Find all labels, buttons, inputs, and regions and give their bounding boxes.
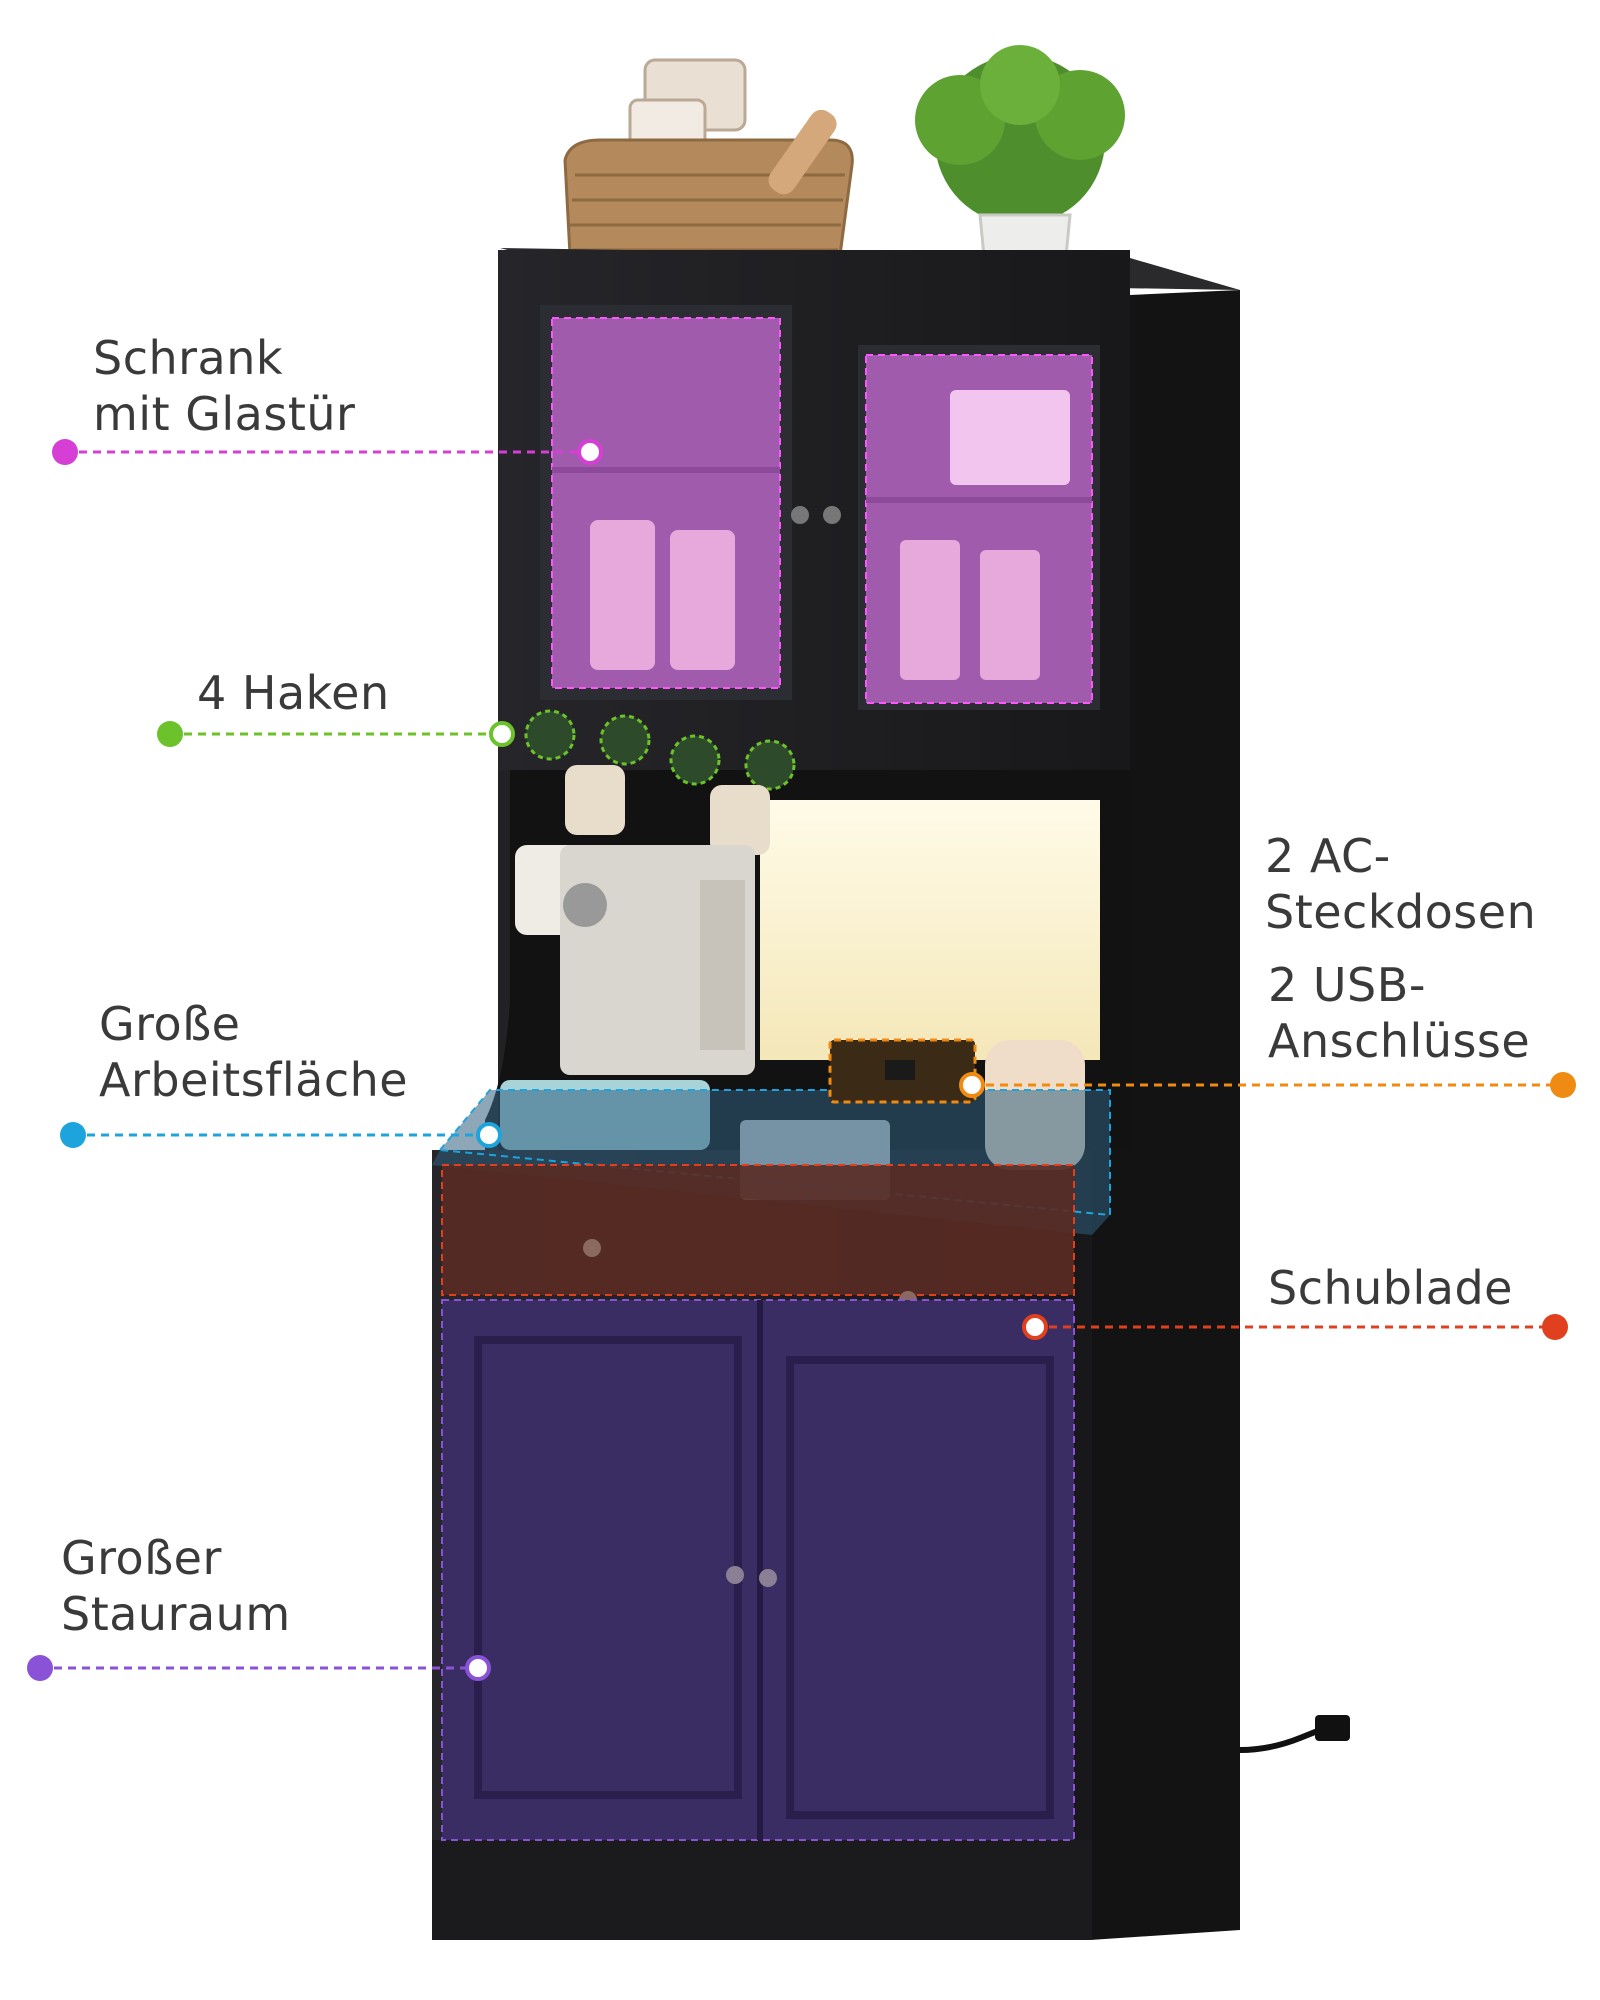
label-line: Große [99,997,241,1051]
label-ac-outlets: 2 AC- Steckdosen [1265,828,1536,940]
label-line: 4 Haken [197,666,390,720]
storage-doors [441,1299,1075,1841]
label-drawer: Schublade [1268,1260,1513,1316]
label-line: Schrank [93,331,284,385]
outlet-panel [828,1038,977,1104]
label-line: 2 AC- [1265,829,1391,883]
label-line: 2 USB- [1268,958,1426,1012]
label-line: Großer [61,1531,222,1585]
label-line: Anschlüsse [1268,1014,1531,1068]
label-worktop: Große Arbeitsfläche [99,996,408,1108]
label-line: Schublade [1268,1261,1513,1315]
label-usb-ports: 2 USB- Anschlüsse [1268,957,1530,1069]
drawer [441,1164,1075,1309]
callouts [27,439,1576,1681]
power-cord [1239,1715,1350,1753]
label-cabinet-glass: Schrank mit Glastür [93,330,355,442]
label-line: mit Glastür [93,387,356,441]
label-storage: Großer Stauraum [61,1530,291,1642]
basket-decor [563,58,854,272]
plant-decor [915,45,1125,307]
glass-door-cabinet [540,305,1100,710]
label-hooks: 4 Haken [197,665,390,721]
label-line: Stauraum [61,1587,291,1641]
label-line: Steckdosen [1265,885,1537,939]
label-line: Arbeitsfläche [99,1053,409,1107]
hooks [524,709,796,855]
